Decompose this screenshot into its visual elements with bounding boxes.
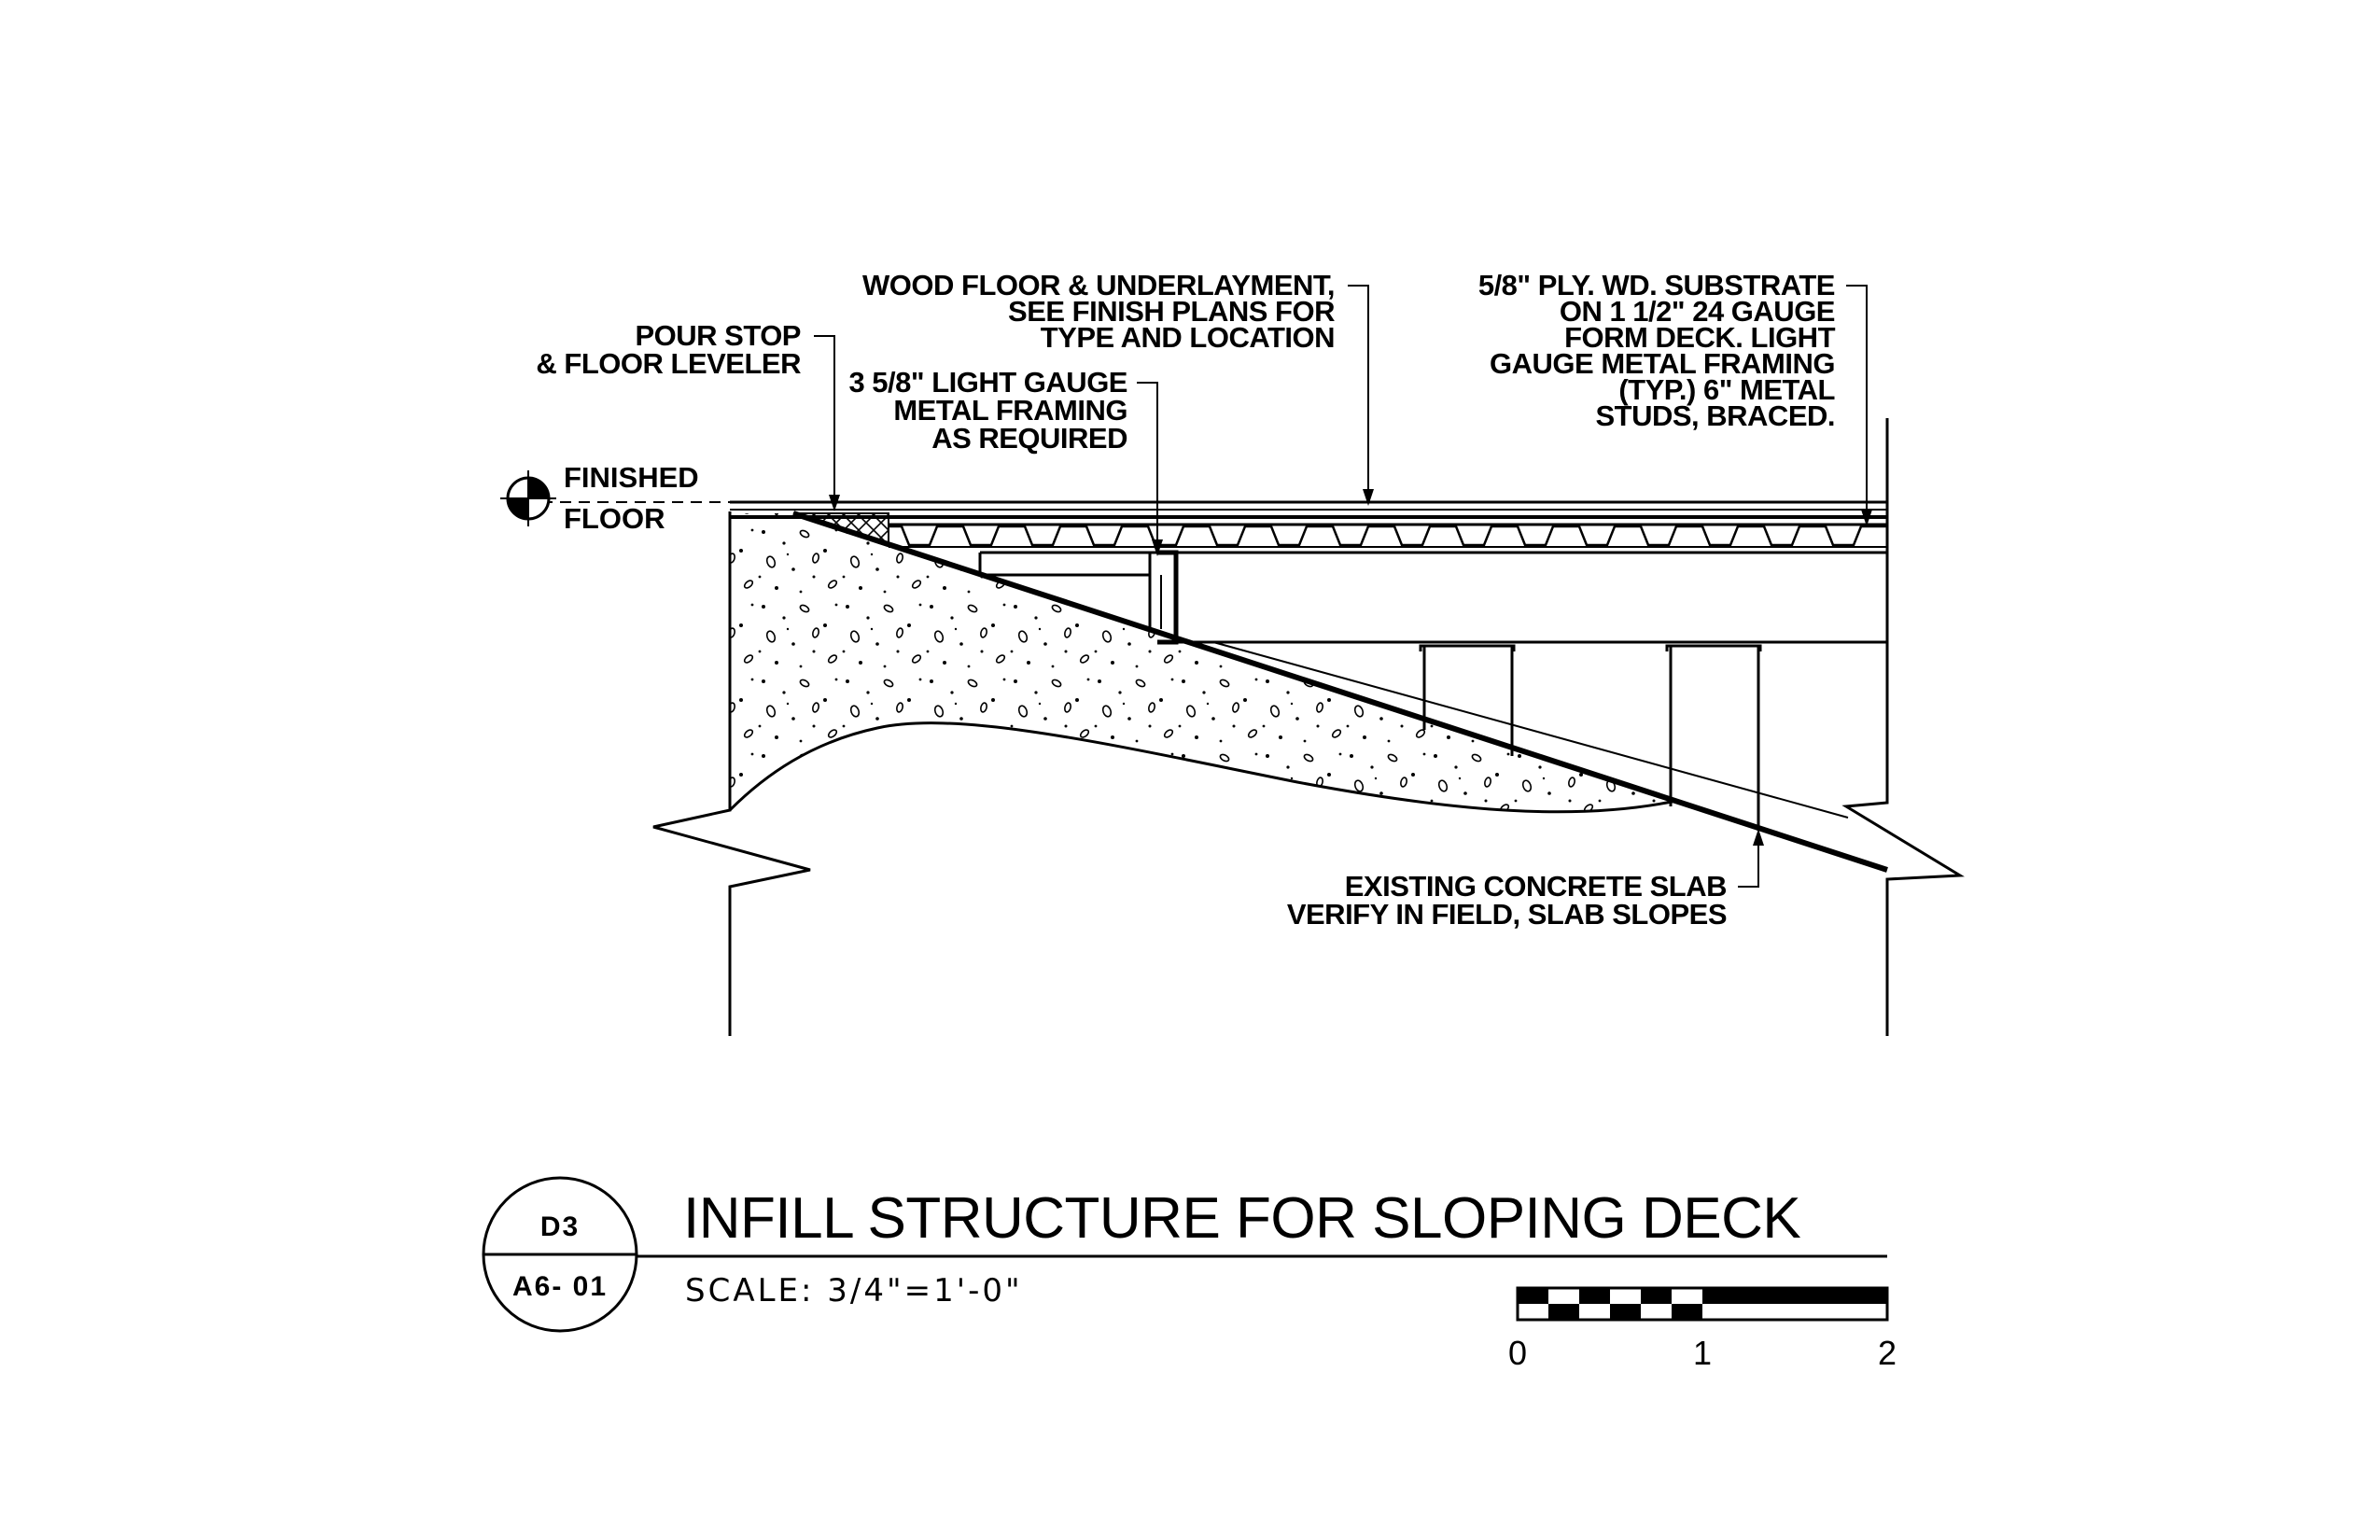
note-substrate-2: ON 1 1/2" 24 GAUGE <box>1560 295 1835 328</box>
detail-id: D3 <box>540 1211 580 1242</box>
note-substrate-4: GAUGE METAL FRAMING <box>1490 347 1835 380</box>
scale-bar-label-2: 2 <box>1878 1334 1897 1372</box>
sloping-slab-upper <box>1212 641 1849 819</box>
finished-floor-label-1: FINISHED <box>564 461 699 494</box>
metal-stud-1 <box>1419 644 1516 651</box>
scale-bar-label-1: 1 <box>1693 1334 1712 1372</box>
right-wall-break-line <box>1841 418 1965 1036</box>
section-detail <box>541 418 1965 1036</box>
scale-bar-label-0: 0 <box>1508 1334 1527 1372</box>
concrete-edge <box>728 721 1677 814</box>
leader-slab <box>1738 834 1759 888</box>
detail-bubble <box>482 1176 638 1333</box>
metal-stud-2 <box>1665 644 1762 651</box>
note-substrate-3: FORM DECK. LIGHT <box>1564 321 1835 354</box>
drawing-title: INFILL STRUCTURE FOR SLOPING DECK <box>683 1186 1800 1251</box>
form-deck <box>889 525 1887 547</box>
leader-wood-floor <box>1348 285 1369 500</box>
joist-end-track <box>1157 550 1179 645</box>
note-light-gauge-1: 3 5/8" LIGHT GAUGE <box>848 366 1127 399</box>
sheet-id: A6- 01 <box>512 1271 608 1302</box>
leader-pour-stop <box>814 335 835 506</box>
note-light-gauge-3: AS REQUIRED <box>931 422 1127 455</box>
note-pour-stop-1: POUR STOP <box>635 319 801 352</box>
note-slab-1: EXISTING CONCRETE SLAB <box>1345 870 1727 903</box>
note-wood-floor-1: WOOD FLOOR & UNDERLAYMENT, <box>862 269 1335 301</box>
note-light-gauge-2: METAL FRAMING <box>893 394 1127 427</box>
finished-floor-symbol <box>500 470 556 526</box>
sloping-slab-top <box>792 511 1888 873</box>
note-pour-stop-2: & FLOOR LEVELER <box>536 347 801 380</box>
leader-light-gauge <box>1137 382 1158 551</box>
graphic-scale-bar <box>1516 1286 1889 1322</box>
drawing-scale: SCALE: 3/4"=1'-0" <box>685 1272 1023 1309</box>
note-substrate-6: STUDS, BRACED. <box>1595 399 1835 432</box>
note-substrate-5: (TYP.) 6" METAL <box>1618 373 1835 406</box>
concrete-fill <box>730 513 1676 812</box>
note-wood-floor-3: TYPE AND LOCATION <box>1041 321 1335 354</box>
finished-floor-label-2: FLOOR <box>564 502 665 535</box>
note-slab-2: VERIFY IN FIELD, SLAB SLOPES <box>1287 898 1727 931</box>
note-wood-floor-2: SEE FINISH PLANS FOR <box>1008 295 1335 328</box>
note-substrate-1: 5/8" PLY. WD. SUBSTRATE <box>1478 269 1835 301</box>
leader-substrate <box>1846 285 1868 521</box>
